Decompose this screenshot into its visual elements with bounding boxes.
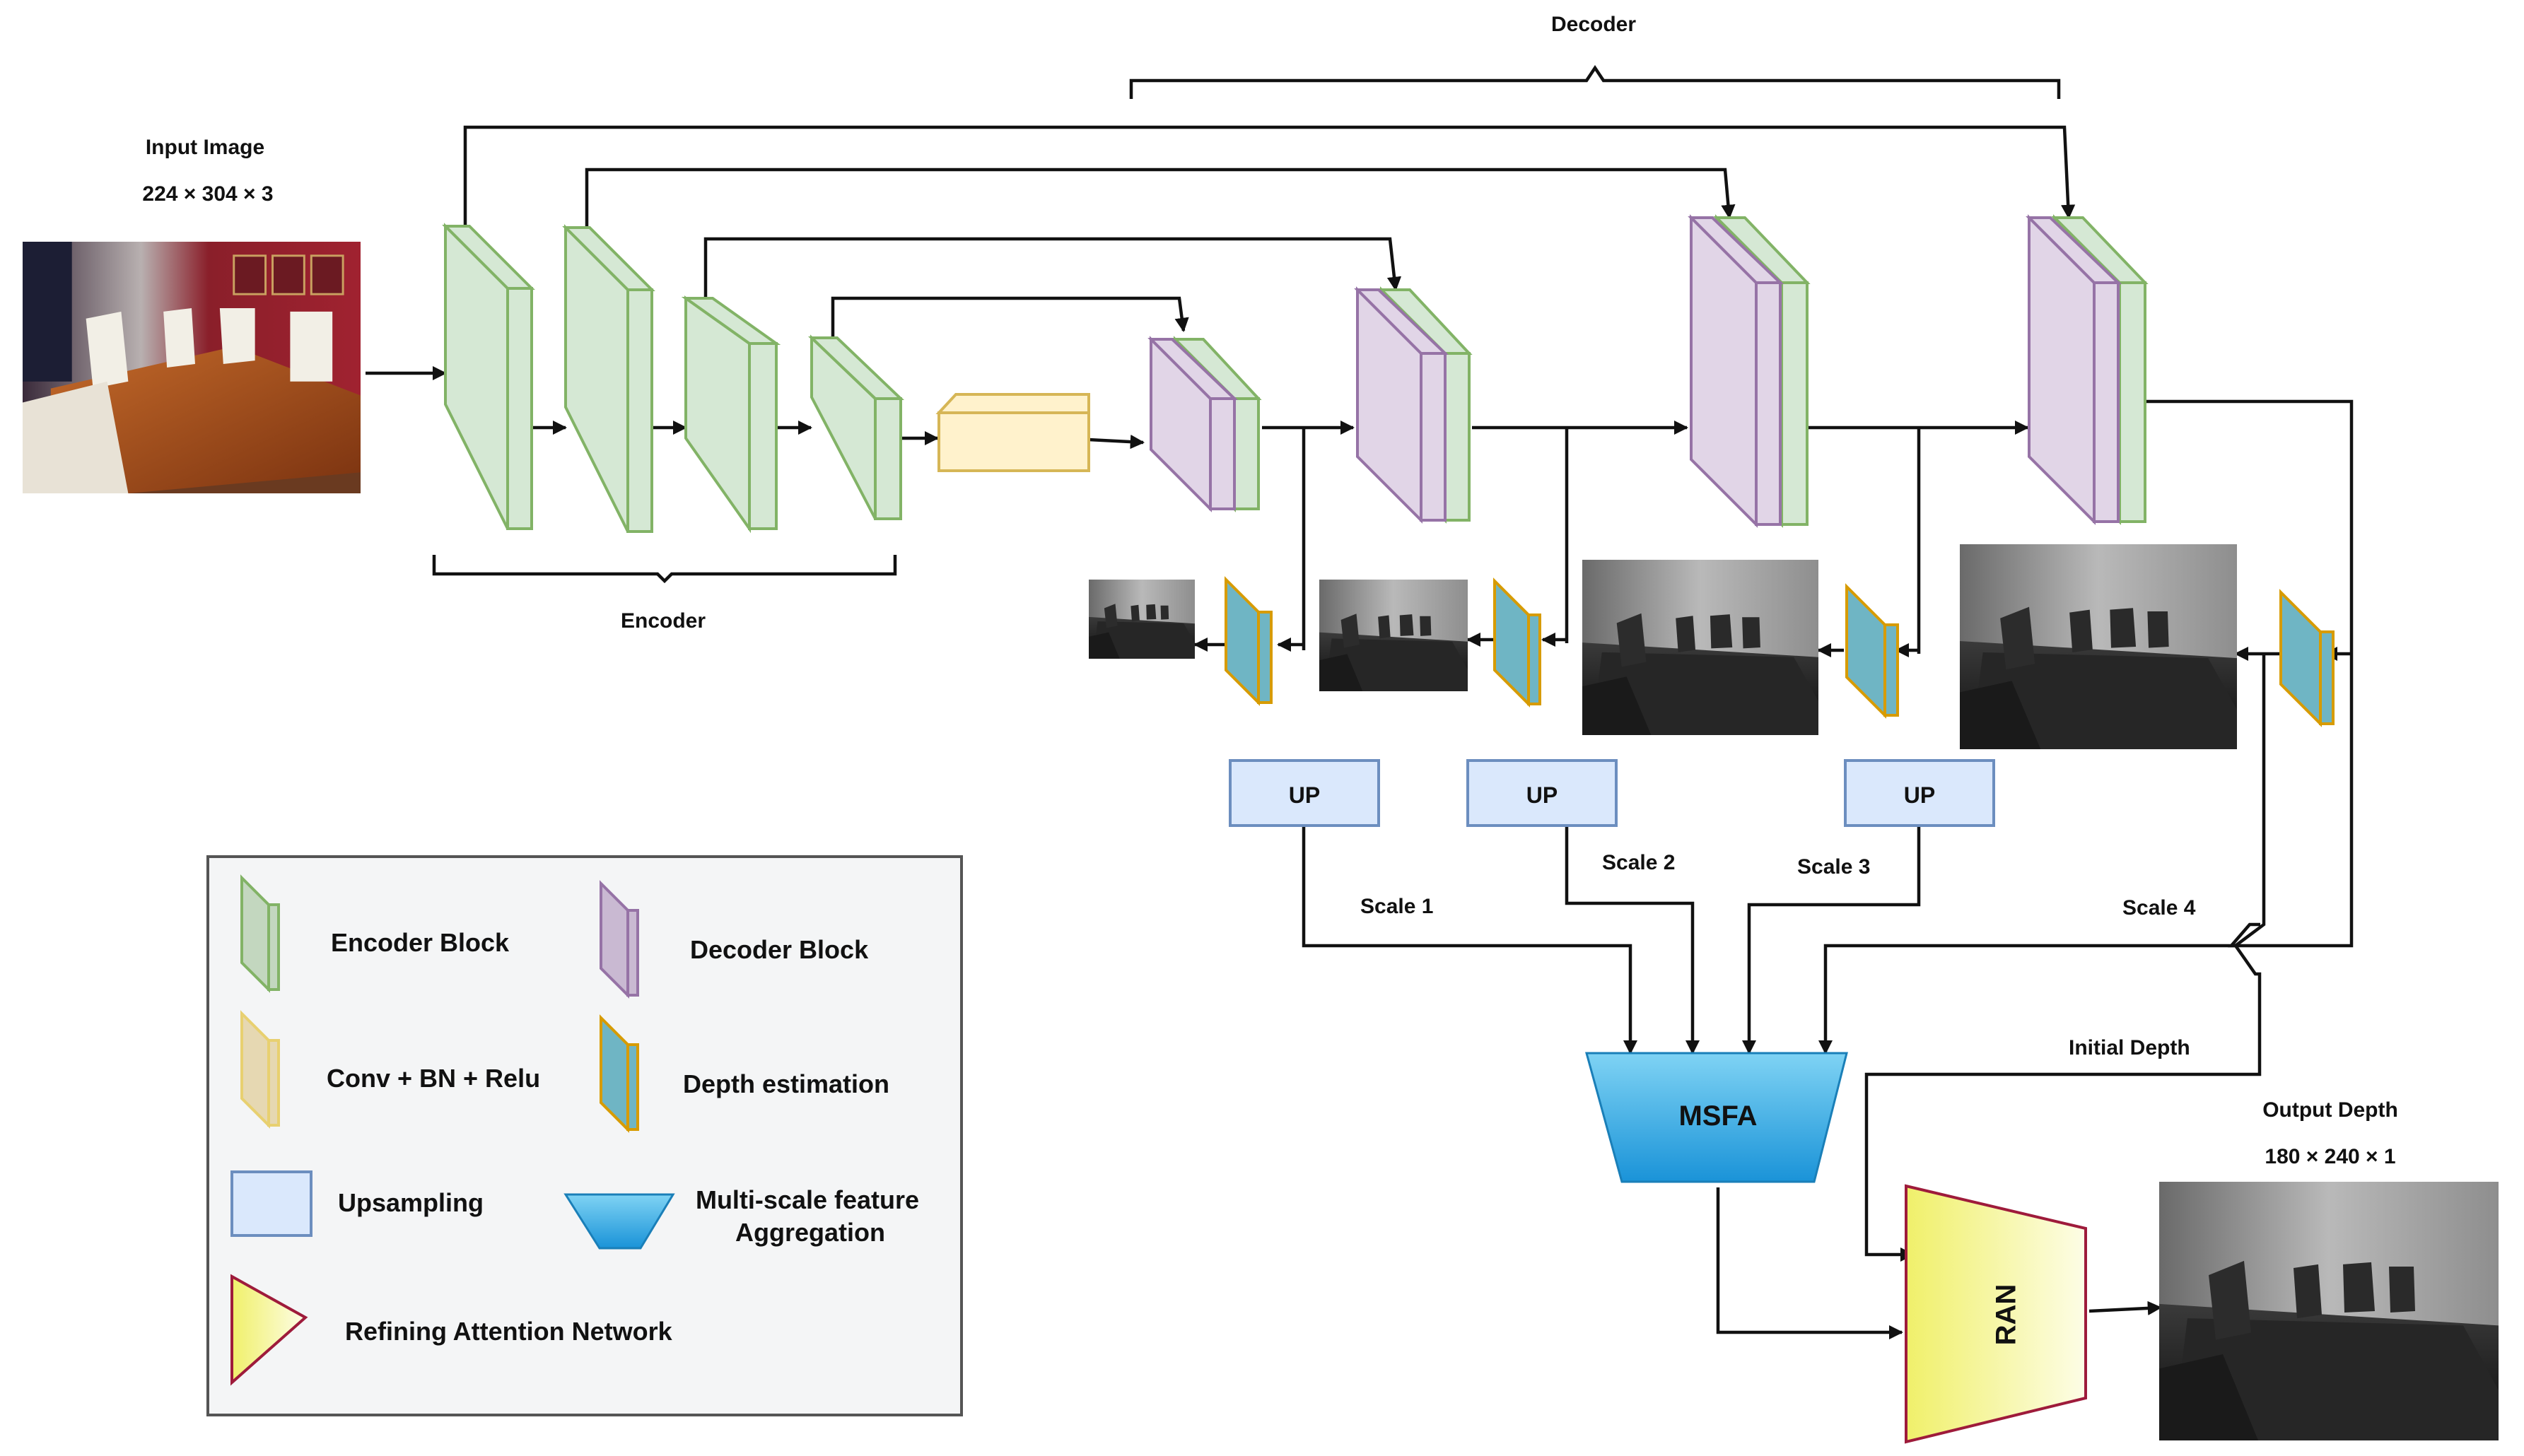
- encoder-brace: [432, 555, 897, 584]
- skip-enc1-dec4: [463, 125, 2076, 225]
- legend-decoder-label: Decoder Block: [690, 935, 869, 964]
- up-label-2: UP: [1526, 782, 1558, 808]
- skip-enc4-dec1: [831, 296, 1189, 339]
- skip-enc2-dec3: [585, 168, 1736, 228]
- initial-depth-label: Initial Depth: [2069, 1036, 2190, 1059]
- legend-msfa-label-2: Aggregation: [735, 1218, 885, 1247]
- upsampling-box-1: [1229, 759, 1380, 827]
- ran-label: RAN: [1991, 1284, 2022, 1346]
- msfa-label: MSFA: [1678, 1100, 1757, 1132]
- legend-conv-icon: [240, 1010, 280, 1129]
- legend-depth-label: Depth estimation: [683, 1069, 889, 1098]
- legend: [206, 855, 963, 1416]
- bottleneck-conv-block: [937, 411, 1090, 472]
- decoder-brace: [1129, 64, 2061, 99]
- scale-3-label: Scale 3: [1797, 855, 1870, 879]
- legend-upsampling-label: Upsampling: [338, 1188, 484, 1217]
- skip-enc3-dec2: [703, 237, 1402, 298]
- legend-encoder-label: Encoder Block: [331, 928, 510, 957]
- depth-map-scale-2: [1319, 580, 1468, 691]
- legend-upsampling-icon: [230, 1170, 312, 1237]
- output-depth-title: Output Depth: [2262, 1098, 2398, 1122]
- legend-panel: [206, 855, 963, 1416]
- depth-map-scale-1: [1089, 580, 1195, 659]
- arrow-ran-to-output: [2088, 1301, 2163, 1316]
- scale4-path: [1818, 944, 2236, 1055]
- arrow-bottleneck-to-dec1: [1088, 434, 1145, 450]
- depth-estimation-head-1: [1225, 576, 1273, 706]
- up-label-1: UP: [1289, 782, 1320, 808]
- encoder-block-2: [562, 224, 655, 533]
- encoder-block-3: [681, 295, 781, 534]
- legend-ran-icon: [230, 1274, 308, 1386]
- decoder-block-1: [1147, 336, 1262, 512]
- branch-dec4-to-msfa-route: [2142, 399, 2354, 948]
- decoder-block-4: [2026, 214, 2149, 525]
- upsampling-box-2: [1466, 759, 1618, 827]
- initial-depth-path: [1864, 654, 2266, 1262]
- legend-encoder-icon: [240, 874, 280, 993]
- depth-map-scale-3: [1582, 560, 1818, 735]
- up-label-3: UP: [1904, 782, 1935, 808]
- encoder-label: Encoder: [621, 609, 706, 633]
- legend-conv-label: Conv + BN + Relu: [327, 1064, 540, 1093]
- scale2-path: [1565, 827, 1700, 1055]
- scale-4-label: Scale 4: [2122, 896, 2196, 920]
- encoder-block-1: [442, 223, 535, 530]
- depth-map-scale-4: [1960, 544, 2237, 749]
- output-depth-dims: 180 × 240 × 1: [2265, 1145, 2395, 1168]
- ran-module: [1905, 1184, 2087, 1444]
- input-image-dims: 224 × 304 × 3: [142, 182, 273, 206]
- scale-2-label: Scale 2: [1602, 851, 1675, 874]
- output-depth-image: [2159, 1182, 2499, 1440]
- legend-msfa-label-1: Multi-scale feature: [696, 1185, 919, 1214]
- upsampling-box-3: [1844, 759, 1995, 827]
- depth-estimation-head-2: [1493, 577, 1541, 708]
- legend-depth-icon: [600, 1014, 639, 1133]
- scale-1-label: Scale 1: [1360, 895, 1433, 918]
- decoder-block-3: [1688, 214, 1811, 528]
- legend-ran-label: Refining Attention Network: [345, 1317, 673, 1346]
- scale1-path: [1302, 827, 1638, 1055]
- encoder-block-4: [808, 334, 904, 520]
- decoder-block-2: [1354, 286, 1473, 524]
- depth-estimation-head-4: [2279, 589, 2335, 727]
- legend-decoder-icon: [600, 880, 639, 999]
- input-image-title: Input Image: [146, 136, 264, 159]
- legend-msfa-icon: [563, 1193, 675, 1250]
- depth-estimation-head-3: [1845, 583, 1899, 719]
- input-image: [23, 242, 361, 493]
- scale3-path: [1741, 827, 1921, 1055]
- arrow-msfa-to-ran: [1716, 1187, 1904, 1340]
- msfa-module: [1585, 1052, 1848, 1183]
- decoder-label: Decoder: [1551, 13, 1636, 36]
